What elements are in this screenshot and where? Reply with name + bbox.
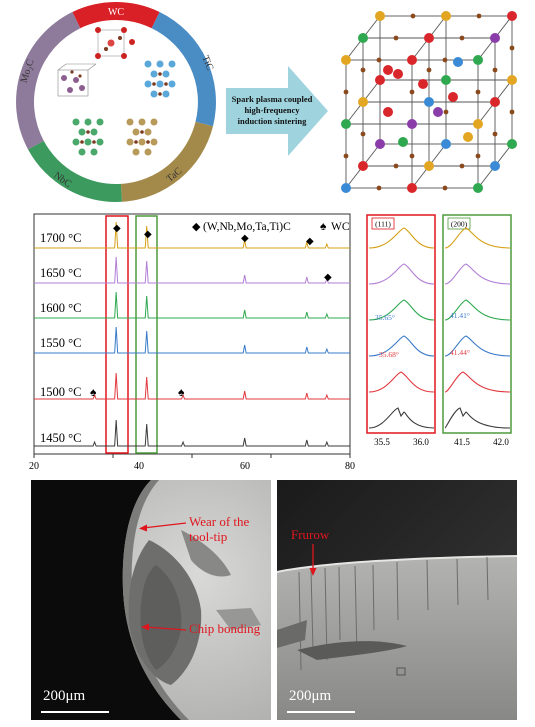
inset-111-chart: (111) 35.65° 35.68° 35.5 36.0	[366, 214, 436, 447]
nbc-crystal-icon	[72, 118, 104, 156]
xrd-chart: 1700 °C 1650 °C 1600 °C 1550 °C 1500 °C …	[29, 213, 355, 472]
peak-marker-222: ◆	[324, 272, 332, 283]
ring-segment-tic	[151, 12, 216, 127]
legend-hea-marker: ◆	[192, 221, 201, 233]
micrograph-tool-tip: Wear of the tool-tip Chip bonding 200μm	[31, 480, 271, 720]
xrd-pattern-3	[34, 291, 350, 319]
scale-bar-right	[287, 711, 355, 713]
xrd-pattern-1	[34, 221, 350, 249]
inset200-curves-curve-3	[444, 299, 511, 321]
xrd-plot-frame	[33, 213, 351, 455]
ring-segment-tac	[120, 121, 213, 202]
inset-111-frame	[366, 214, 436, 434]
xrd-highlight-111	[105, 215, 129, 454]
legend-wc-label: WC	[331, 221, 350, 233]
ring-segment-wc	[72, 2, 160, 29]
lattice-atoms	[341, 11, 517, 193]
tic-crystal-icon	[144, 60, 176, 98]
temp-label-1700: 1700 °C	[40, 231, 81, 245]
inset111-curves-curve-2	[368, 263, 435, 285]
xrd-pattern-5	[34, 372, 350, 400]
inset-111-ann-blue: 35.65°	[375, 313, 395, 322]
micrograph-furrow-image	[277, 480, 517, 720]
inset-111-xtick-1: 35.5	[374, 437, 390, 447]
inset111-curves-curve-4	[368, 335, 435, 357]
xrd-xtick-20: 20	[29, 461, 39, 472]
process-text-line2: high-frequency	[244, 105, 300, 115]
ring-label-wc: WC	[108, 7, 124, 18]
inset-111-ann-red: 35.68°	[379, 350, 399, 359]
inset111-curves-curve-1	[368, 227, 435, 249]
inset200-curves-curve-1	[444, 227, 511, 249]
peak-marker-111: ◆	[113, 223, 121, 234]
inset111-curves-curve-3	[368, 299, 435, 321]
temp-label-1650: 1650 °C	[40, 266, 81, 280]
annotation-chip-bonding: Chip bonding	[189, 621, 261, 636]
inset200-curves-curve-2	[444, 263, 511, 285]
inset-200-xtick-2: 42.0	[493, 437, 509, 447]
mo2c-crystal-icon	[57, 63, 97, 97]
temp-label-1550: 1550 °C	[40, 336, 81, 350]
wc-marker-1: ♠	[90, 385, 97, 399]
temp-label-1600: 1600 °C	[40, 301, 81, 315]
inset-200-ann-blue: 41.41°	[450, 311, 470, 320]
annotation-wear-l1: Wear of the	[189, 514, 250, 529]
inset111-curves-curve-5	[368, 371, 435, 393]
inset-200-ann-red: 41.44°	[450, 348, 470, 357]
ring-label-tic: TiC	[199, 54, 215, 73]
ring-segment-mo2c	[16, 12, 81, 150]
inset-111-label: (111)	[375, 220, 391, 229]
annotation-furrow: Frurow	[291, 527, 330, 542]
inset-200-label: (200)	[451, 220, 468, 229]
peak-marker-220: ◆	[241, 233, 249, 244]
process-text-line1: Spark plasma coupled	[232, 94, 313, 104]
inset200-curves-curve-5	[444, 371, 511, 393]
tac-crystal-icon	[126, 118, 158, 156]
micrograph-tool-tip-image	[31, 480, 271, 720]
xrd-pattern-2	[34, 256, 350, 284]
annotation-furrow-arrow	[309, 544, 317, 576]
temp-label-1450: 1450 °C	[40, 431, 81, 445]
process-arrow-shape	[226, 66, 328, 156]
xrd-xtick-40: 40	[134, 461, 144, 472]
annotation-wear-l2: tool-tip	[189, 529, 228, 544]
inset-200-frame	[442, 214, 512, 434]
inset111-curves-curve-6	[368, 407, 435, 429]
peak-marker-311: ◆	[306, 236, 314, 247]
inset200-curves-curve-6	[444, 407, 511, 429]
scale-label-right: 200μm	[289, 688, 332, 704]
scale-bar-left	[41, 711, 109, 713]
ring-segment-nbc	[28, 140, 122, 202]
inset-111-xtick-2: 36.0	[413, 437, 429, 447]
wc-crystal-icon	[95, 27, 135, 59]
inset200-curves-curve-4	[444, 335, 511, 357]
micrograph-furrow: Frurow 200μm	[277, 480, 517, 720]
process-text-line3: induction sintering	[238, 116, 307, 126]
annotation-arrows	[139, 522, 187, 631]
carbide-ring-diagram: WC TiC TaC NbC Mo₂C	[16, 2, 216, 202]
xrd-xtick-60: 60	[240, 461, 250, 472]
temp-label-1500: 1500 °C	[40, 385, 81, 399]
inset-200-xtick-1: 41.5	[454, 437, 470, 447]
peak-marker-200: ◆	[144, 229, 152, 240]
legend-hea-label: (W,Nb,Mo,Ta,Ti)C	[203, 221, 291, 233]
inset-200-label-box	[447, 217, 471, 230]
scale-label-left: 200μm	[43, 688, 86, 704]
inset-111-label-box	[371, 217, 395, 230]
wc-marker-2: ♠	[178, 385, 185, 399]
lattice-carbon-atoms	[343, 13, 515, 191]
xrd-xtick-80: 80	[345, 461, 355, 472]
inset-200-chart: (200) 41.41° 41.44° 41.5 42.0	[442, 214, 512, 447]
hea-lattice-diagram	[341, 11, 517, 193]
xrd-highlight-200	[135, 215, 158, 454]
xrd-pattern-4	[34, 326, 350, 354]
xrd-pattern-6	[34, 419, 350, 447]
process-arrow: Spark plasma coupled high-frequency indu…	[226, 66, 328, 156]
legend-wc-marker: ♠	[320, 219, 327, 233]
